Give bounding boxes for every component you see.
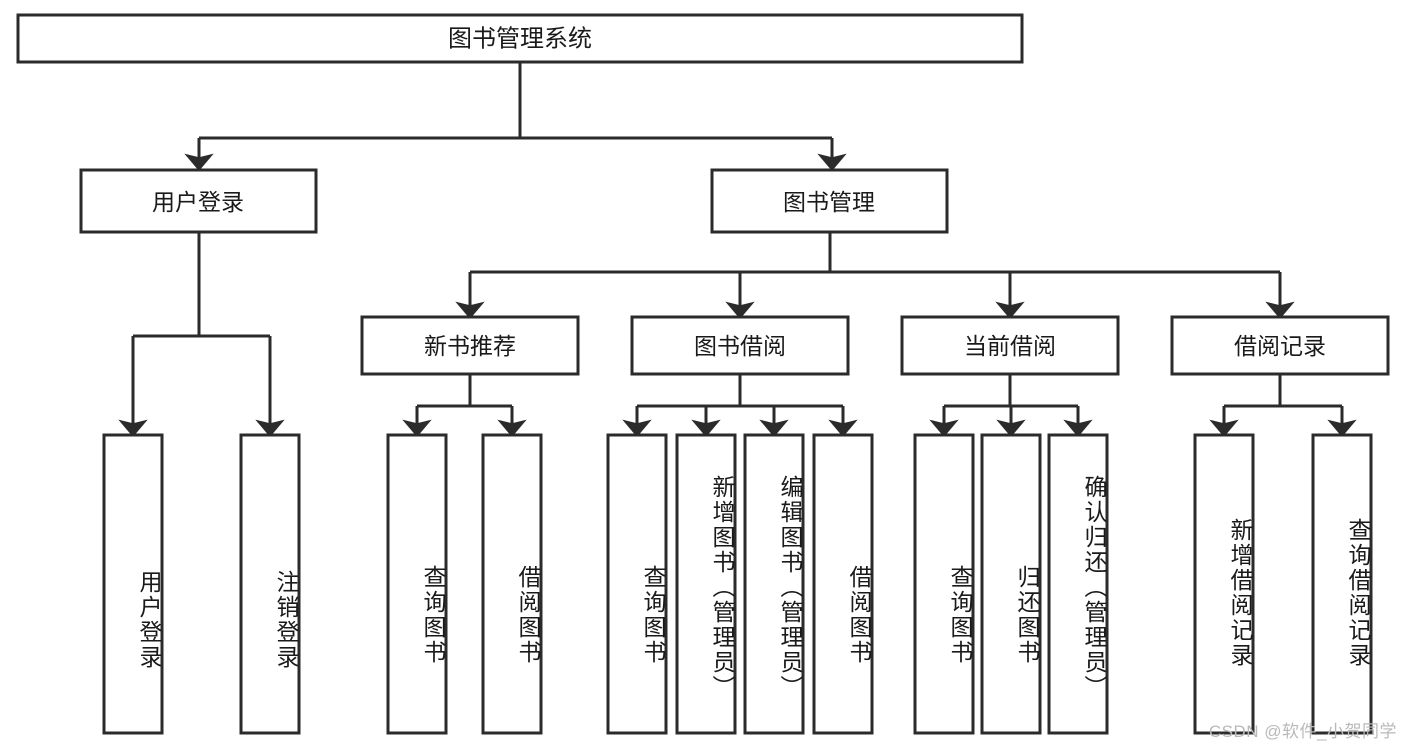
node-root-label: 图书管理系统 [448,26,592,53]
leaf-box-user-login-0[interactable] [102,433,164,735]
leaf-box-borrow-records-0[interactable] [1193,433,1255,735]
node-borrow-records[interactable]: 借阅记录 [1170,315,1390,376]
node-borrow-records-label: 借阅记录 [1234,333,1326,359]
leaf-box-current-borrow-2[interactable] [1047,433,1109,735]
edge-new-book-to-leaves [402,374,527,437]
edge-current-borrow-to-leaves [929,374,1093,437]
node-book-management[interactable]: 图书管理 [710,168,949,234]
node-current-borrow-label: 当前借阅 [964,333,1056,359]
edge-user-login-to-leaves [118,232,285,437]
leaf-box-book-borrow-1[interactable] [675,433,737,735]
leaf-box-book-borrow-3[interactable] [812,433,874,735]
node-root[interactable]: 图书管理系统 [16,13,1024,64]
node-new-book-recommend-label: 新书推荐 [424,333,516,359]
leaf-box-book-borrow-2[interactable] [743,433,805,735]
node-book-borrow-label: 图书借阅 [694,333,786,359]
edge-book-management-to-level2 [455,232,1295,319]
leaf-box-book-borrow-0[interactable] [606,433,668,735]
csdn-watermark: CSDN @软件_小贺同学 [1208,722,1397,741]
node-current-borrow[interactable]: 当前借阅 [900,315,1120,376]
node-user-login-label: 用户登录 [152,189,244,215]
leaf-box-current-borrow-1[interactable] [980,433,1042,735]
leaf-box-new-book-0[interactable] [386,433,448,735]
node-new-book-recommend[interactable]: 新书推荐 [360,315,580,376]
edge-borrow-records-to-leaves [1209,374,1357,437]
node-user-login[interactable]: 用户登录 [79,168,318,234]
edge-root-to-level1 [184,62,847,171]
node-book-management-label: 图书管理 [783,189,875,215]
leaf-box-current-borrow-0[interactable] [913,433,975,735]
leaf-box-user-login-1[interactable] [239,433,301,735]
leaf-box-new-book-1[interactable] [481,433,543,735]
leaf-box-borrow-records-1[interactable] [1311,433,1373,735]
edge-book-borrow-to-leaves [622,374,858,437]
node-book-borrow[interactable]: 图书借阅 [630,315,850,376]
